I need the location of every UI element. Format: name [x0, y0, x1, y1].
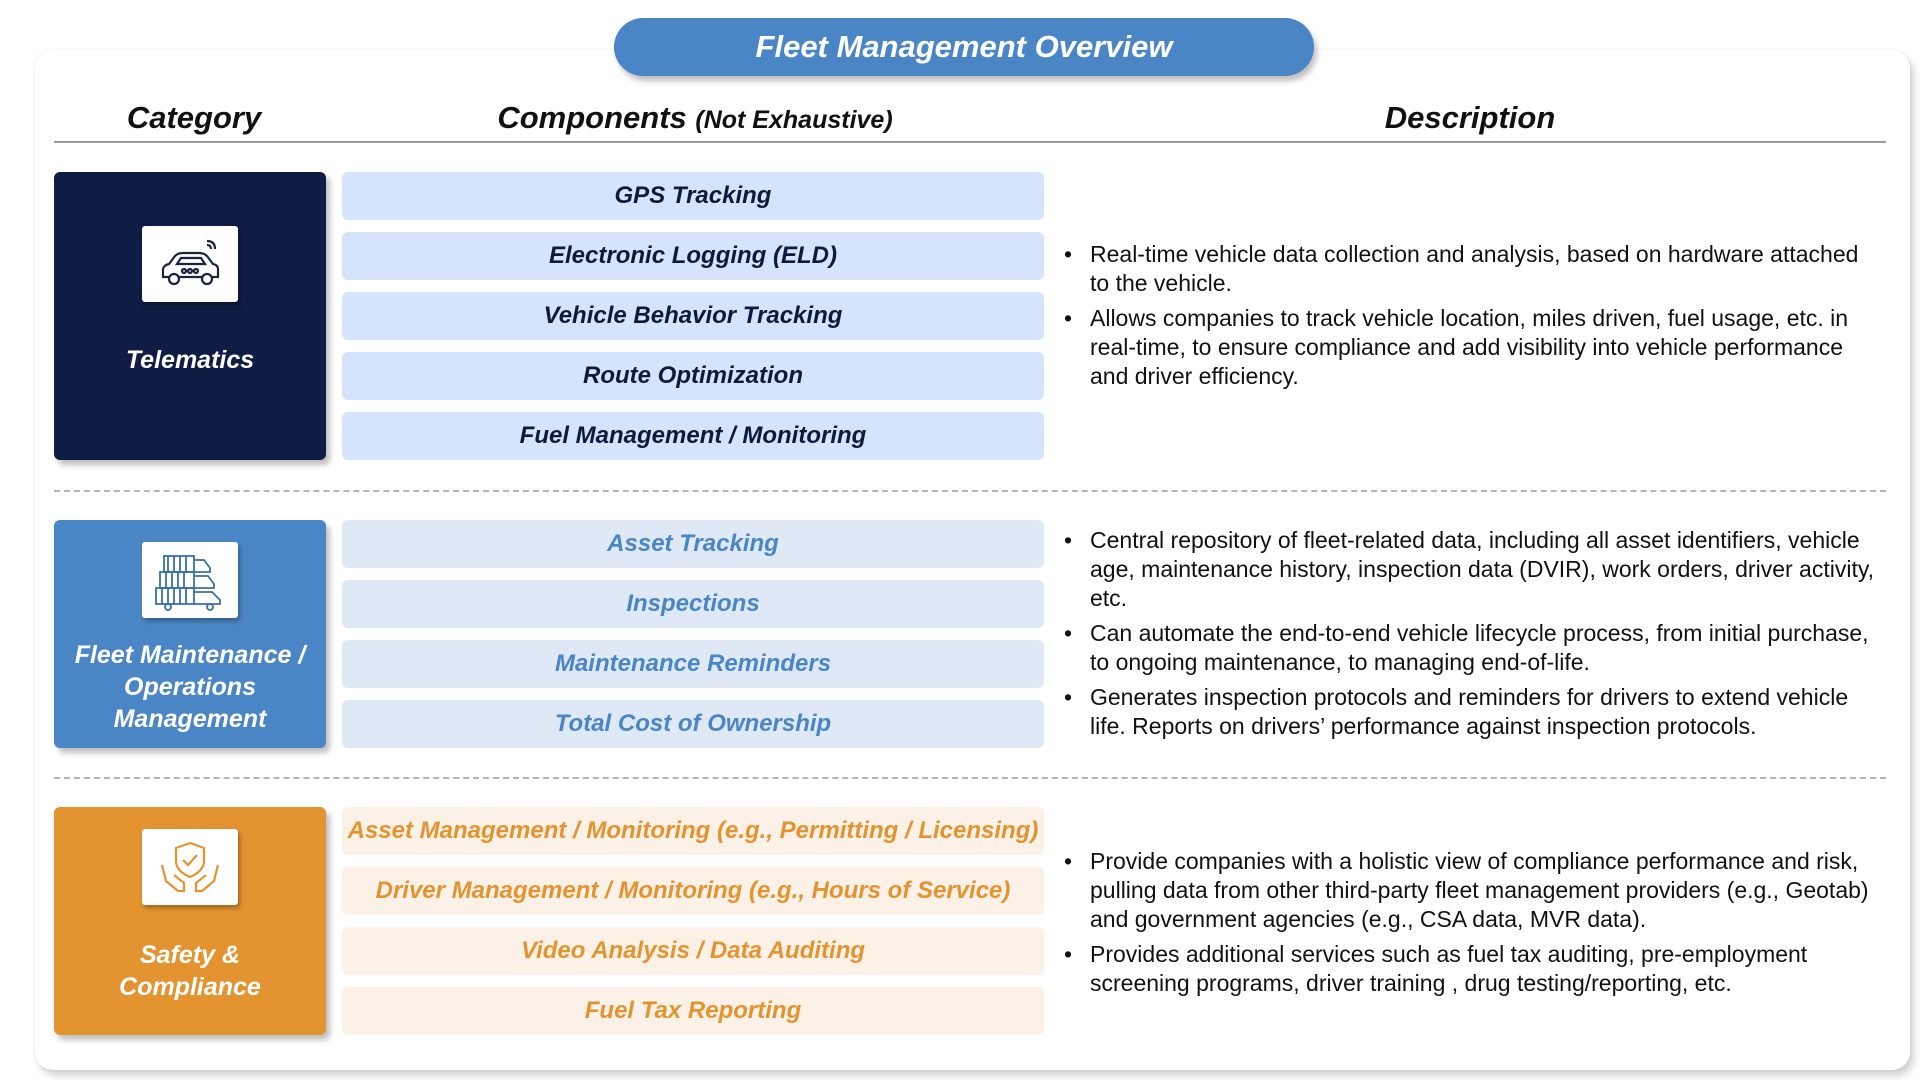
component-maintenance-reminders: Maintenance Reminders: [342, 640, 1044, 688]
header-description: Description: [1384, 100, 1556, 135]
component-fuel-management: Fuel Management / Monitoring: [342, 412, 1044, 460]
header-category: Category: [126, 100, 262, 135]
component-total-cost-of-ownership: Total Cost of Ownership: [342, 700, 1044, 748]
description-bullet: Real-time vehicle data collection and an…: [1060, 240, 1880, 298]
connected-car-icon: [142, 226, 238, 302]
description-bullet: Provides additional services such as fue…: [1060, 940, 1880, 998]
component-electronic-logging: Electronic Logging (ELD): [342, 232, 1044, 280]
description-bullet: Allows companies to track vehicle locati…: [1060, 304, 1880, 391]
category-label-line: Fleet Maintenance /: [74, 641, 306, 669]
component-video-analysis: Video Analysis / Data Auditing: [342, 927, 1044, 975]
description-bullet: Provide companies with a holistic view o…: [1060, 847, 1880, 934]
description-fleet-maintenance: Central repository of fleet-related data…: [1060, 526, 1880, 747]
category-label-line: Compliance: [119, 973, 261, 1001]
component-asset-tracking: Asset Tracking: [342, 520, 1044, 568]
section-divider: [54, 777, 1886, 779]
component-asset-management: Asset Management / Monitoring (e.g., Per…: [342, 807, 1044, 855]
description-bullet: Generates inspection protocols and remin…: [1060, 683, 1880, 741]
header-components-label: Components: [497, 100, 687, 135]
description-bullet: Can automate the end-to-end vehicle life…: [1060, 619, 1880, 677]
header-components: Components (Not Exhaustive): [420, 100, 970, 136]
category-label-fleet-maintenance: Fleet Maintenance / Operations Managemen…: [54, 639, 326, 735]
category-label-telematics: Telematics: [125, 346, 255, 374]
component-fuel-tax-reporting: Fuel Tax Reporting: [342, 987, 1044, 1035]
category-label-line: Safety &: [139, 941, 241, 969]
description-bullet: Central repository of fleet-related data…: [1060, 526, 1880, 613]
category-telematics: Telematics: [54, 172, 326, 460]
header-divider: [54, 141, 1886, 143]
description-safety-compliance: Provide companies with a holistic view o…: [1060, 847, 1880, 1004]
component-route-optimization: Route Optimization: [342, 352, 1044, 400]
section-divider: [54, 490, 1886, 492]
component-driver-management: Driver Management / Monitoring (e.g., Ho…: [342, 867, 1044, 915]
category-safety-compliance: Safety & Compliance: [54, 807, 326, 1035]
category-label-line: Operations: [124, 673, 256, 701]
category-label-line: Management: [113, 705, 267, 733]
component-inspections: Inspections: [342, 580, 1044, 628]
description-telematics: Real-time vehicle data collection and an…: [1060, 240, 1880, 397]
category-fleet-maintenance: Fleet Maintenance / Operations Managemen…: [54, 520, 326, 748]
page-title: Fleet Management Overview: [614, 18, 1314, 76]
category-label-safety-compliance: Safety & Compliance: [54, 939, 326, 1003]
shield-hands-icon: [142, 829, 238, 905]
header-components-note: (Not Exhaustive): [695, 106, 893, 134]
fleet-trucks-icon: [142, 542, 238, 618]
component-vehicle-behavior-tracking: Vehicle Behavior Tracking: [342, 292, 1044, 340]
component-gps-tracking: GPS Tracking: [342, 172, 1044, 220]
